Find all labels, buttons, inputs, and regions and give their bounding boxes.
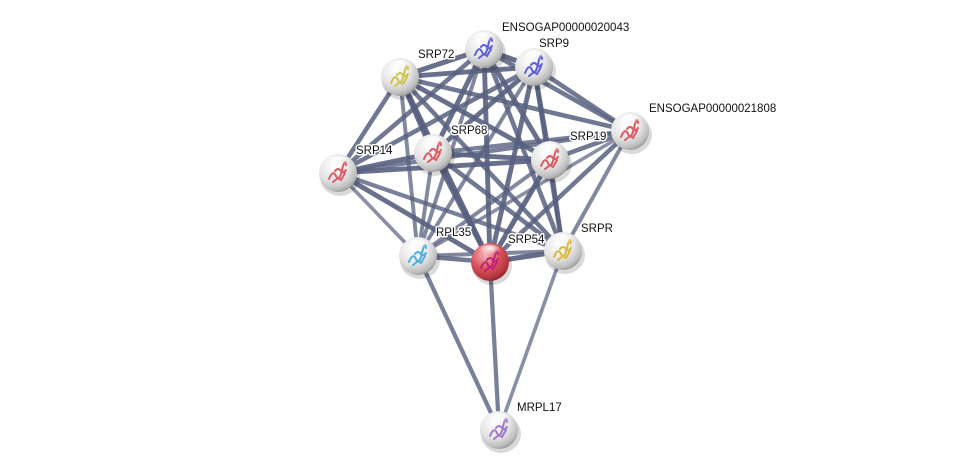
edge-srp9-rpl35[interactable] (416, 65, 536, 258)
node-srp19[interactable]: SRP19 (531, 130, 608, 183)
edge-srp72-srp9[interactable] (399, 64, 535, 80)
edge-ensogap00000021808-srpr[interactable] (561, 130, 632, 252)
node-label: SRP14 (356, 145, 393, 157)
node-ensogap00000020043[interactable]: ENSOGAP00000020043 (465, 21, 631, 72)
edge-ensogap00000021808-srp54[interactable] (488, 129, 632, 264)
edge-srp19-srp54[interactable] (487, 158, 553, 264)
node-srp68[interactable]: SRP68 (414, 124, 489, 176)
node-label: RPL35 (436, 227, 471, 239)
edge-srp9-srp68[interactable] (431, 65, 536, 155)
edge-rpl35-mrpl17[interactable] (416, 255, 501, 431)
edge-layer (336, 46, 632, 431)
node-srp72[interactable]: SRP72 (381, 48, 456, 100)
node-srp14[interactable]: SRP14 (319, 144, 395, 196)
edge-srp9-ensogap00000021808[interactable] (532, 65, 632, 133)
node-label: MRPL17 (517, 402, 562, 414)
edge-srp19-rpl35[interactable] (416, 158, 552, 258)
edge-srp72-srp14[interactable] (336, 75, 402, 175)
node-label: ENSOGAP00000020043 (502, 22, 629, 34)
node-mrpl17[interactable]: MRPL17 (480, 401, 563, 453)
edge-srp68-srpr[interactable] (431, 151, 565, 253)
edge-srp14-rpl35[interactable] (336, 171, 420, 258)
node-srp9[interactable]: SRP9 (515, 37, 571, 90)
edge-srp9-srp14[interactable] (336, 64, 536, 176)
node-label: SRP72 (418, 49, 454, 61)
node-label: SRP68 (451, 125, 487, 137)
node-srpr[interactable]: SRPR (544, 222, 614, 274)
edge-srp68-srp54[interactable] (430, 151, 493, 264)
node-label: SRP9 (539, 38, 569, 50)
edge-ensogap00000020043-srp68[interactable] (430, 47, 487, 155)
edge-srpr-mrpl17[interactable] (497, 250, 565, 431)
node-srp54[interactable]: SRP54 (471, 233, 547, 285)
node-rpl35[interactable]: RPL35 (399, 226, 473, 279)
node-label: SRP19 (570, 131, 606, 143)
node-layer: SRP72 ENSOGAP00000020043SRP9ENSOGAP000000… (319, 21, 778, 453)
node-label: SRPR (581, 223, 613, 235)
edge-srp14-srp54[interactable] (336, 170, 492, 265)
edge-ensogap00000020043-srp14[interactable] (336, 47, 486, 175)
edge-srp14-srpr[interactable] (337, 170, 564, 254)
node-label: ENSOGAP00000021808 (649, 103, 776, 115)
edge-srp54-mrpl17[interactable] (487, 261, 502, 431)
edge-ensogap00000021808-rpl35[interactable] (417, 129, 631, 258)
edge-ensogap00000020043-srpr[interactable] (481, 48, 566, 252)
node-label: SRP54 (508, 234, 545, 246)
edge-ensogap00000021808-srp14[interactable] (337, 128, 631, 176)
node-ensogap00000021808[interactable]: ENSOGAP00000021808 (611, 102, 778, 154)
